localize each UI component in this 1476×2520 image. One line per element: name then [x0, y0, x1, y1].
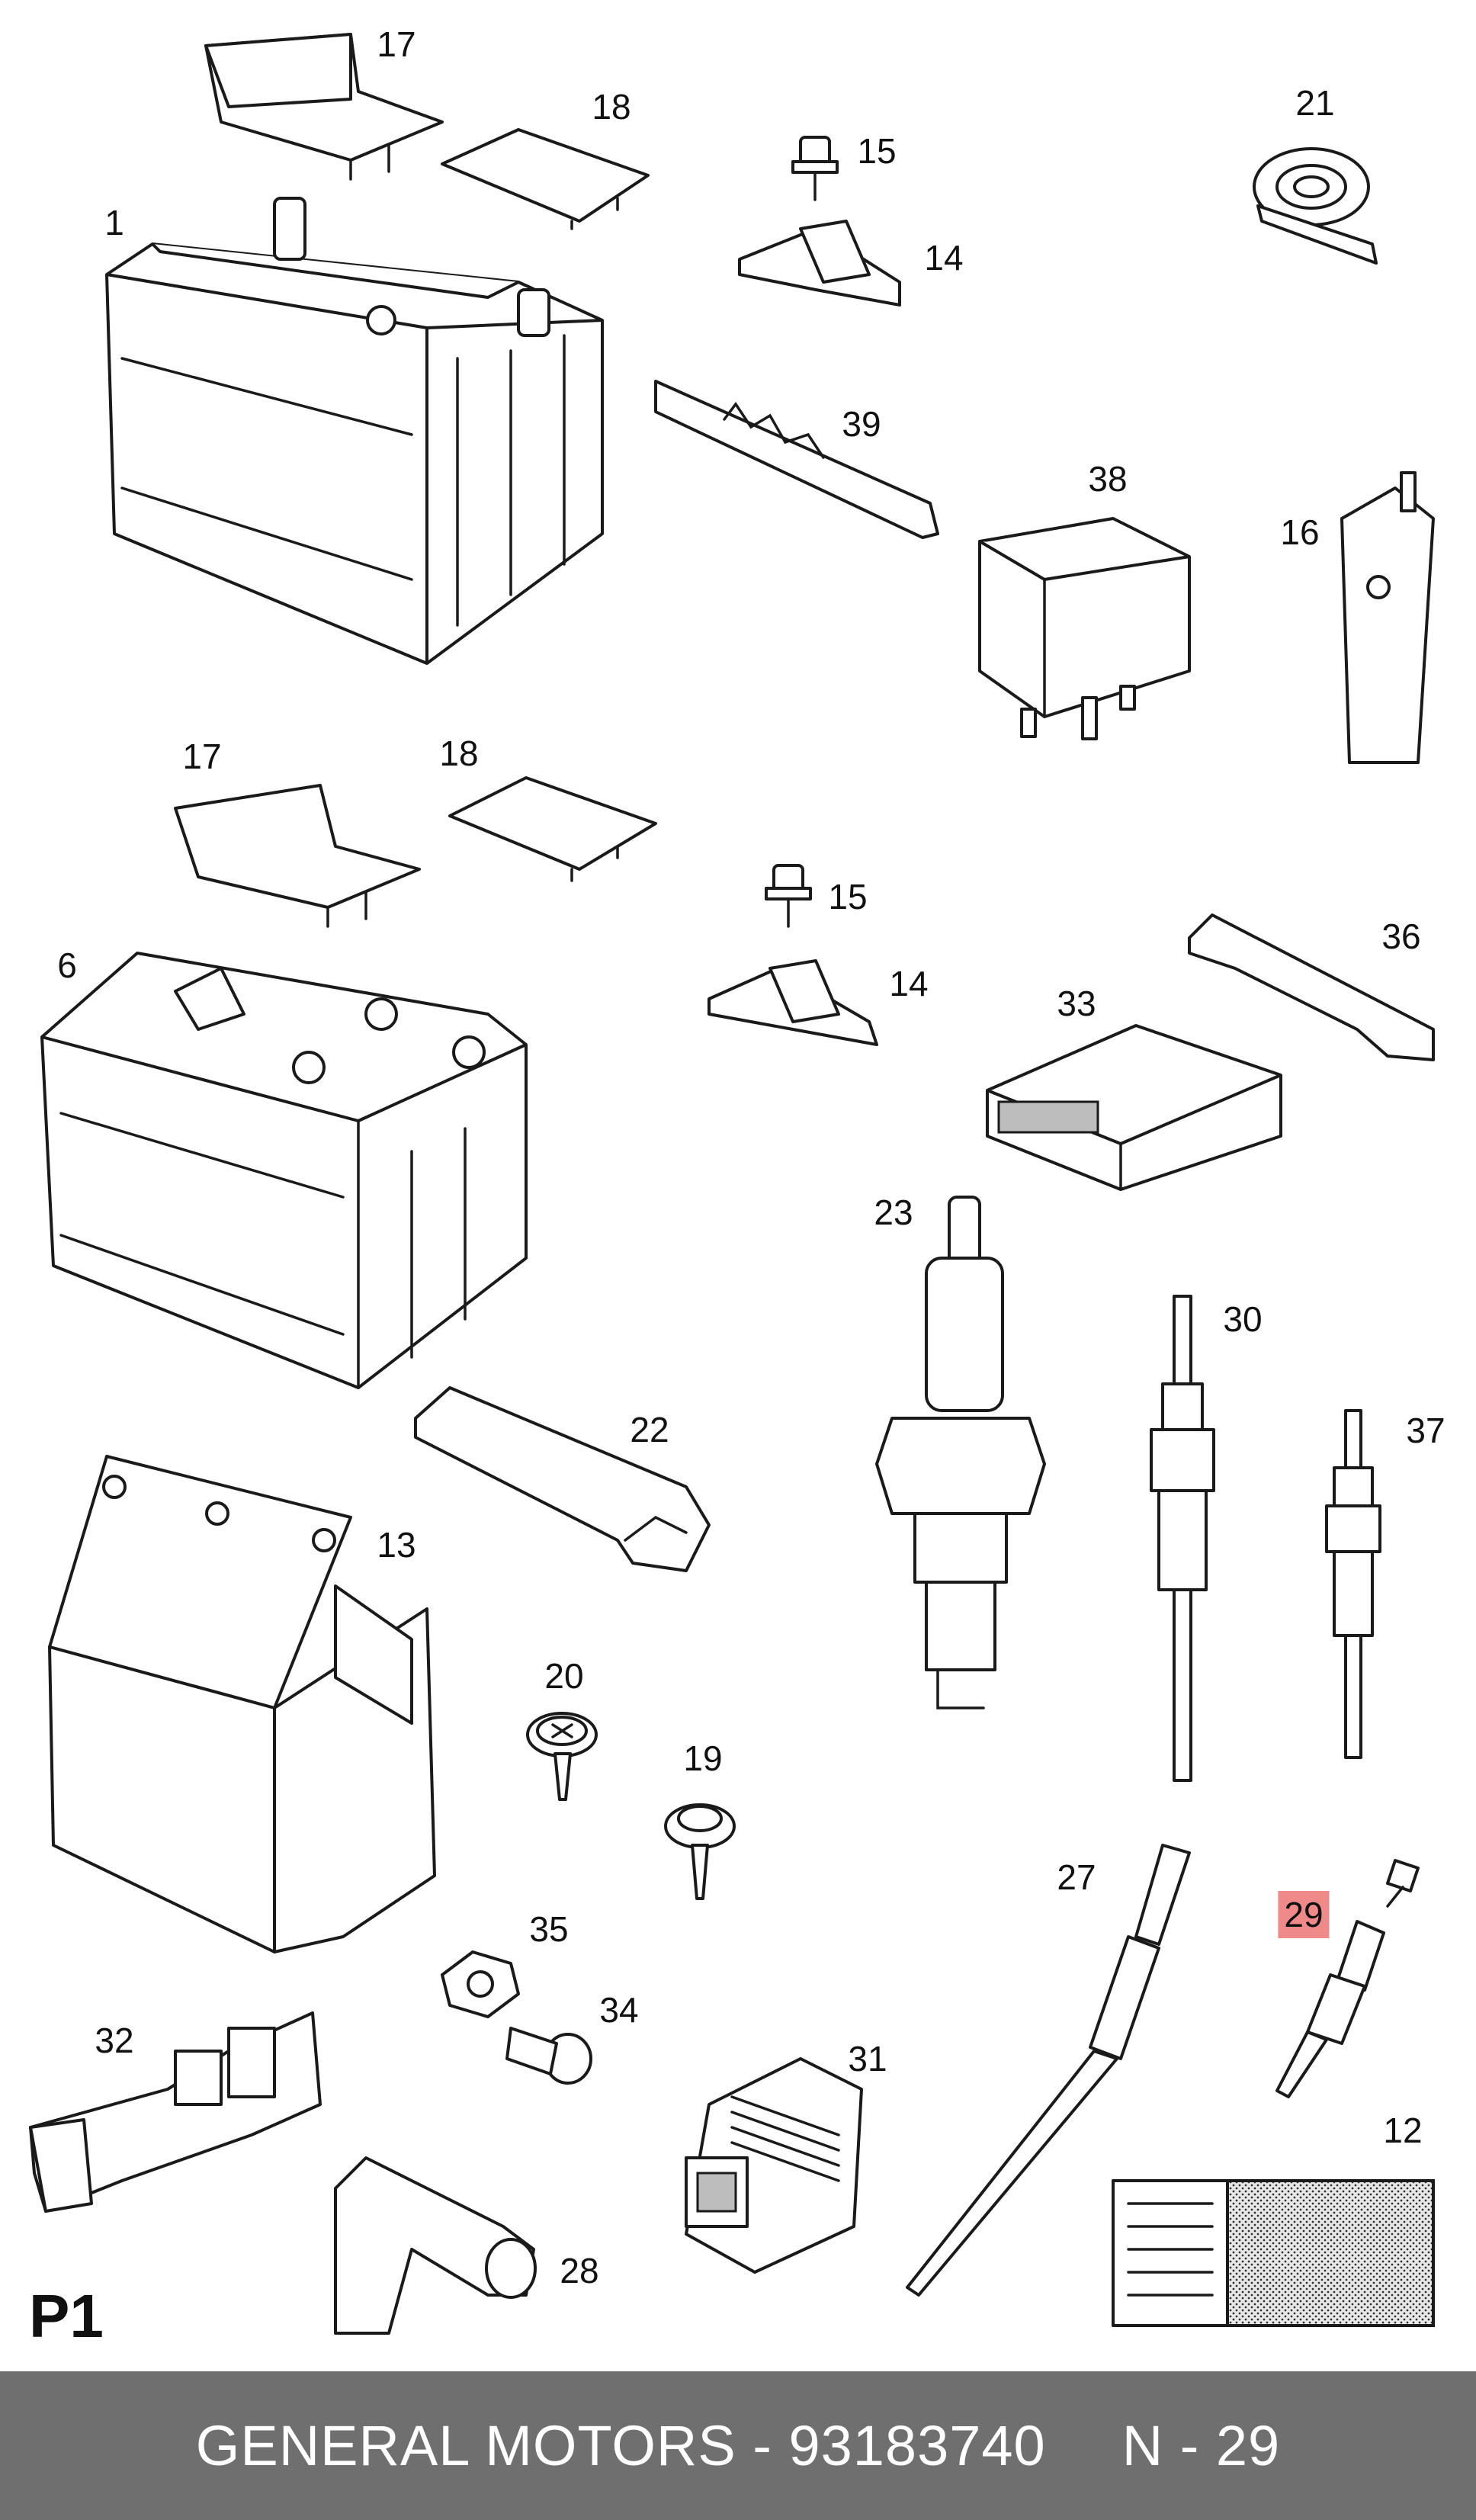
callout-29-highlighted[interactable]: 29	[1278, 1891, 1330, 1938]
footer-bar: GENERAL MOTORS - 93183740 N - 29	[0, 2371, 1476, 2520]
part-31-module	[685, 2057, 863, 2274]
callout-23[interactable]: 23	[874, 1193, 913, 1232]
part-17-bracket-top	[204, 33, 444, 181]
part-28-boot	[334, 2156, 537, 2335]
callout-30[interactable]: 30	[1223, 1299, 1263, 1339]
part-38-relay	[978, 517, 1191, 740]
callout-34[interactable]: 34	[599, 1990, 639, 2030]
part-37-glow-plug	[1325, 1409, 1381, 1759]
callout-18[interactable]: 18	[439, 734, 479, 773]
callout-22[interactable]: 22	[630, 1410, 669, 1449]
callout-32[interactable]: 32	[95, 2021, 134, 2060]
callout-14[interactable]: 14	[924, 238, 964, 278]
part-32-holder	[29, 2011, 322, 2213]
callout-12[interactable]: 12	[1383, 2111, 1423, 2150]
part-number-text: GENERAL MOTORS - 93183740	[195, 2414, 1046, 2477]
callout-21[interactable]: 21	[1295, 83, 1335, 123]
part-34-bolt	[505, 2027, 592, 2085]
callout-18[interactable]: 18	[592, 87, 631, 127]
callout-39[interactable]: 39	[842, 404, 881, 444]
callout-1[interactable]: 1	[104, 203, 124, 242]
part-18-plate-lower	[448, 776, 657, 882]
callout-16[interactable]: 16	[1280, 512, 1320, 552]
part-19-screw	[664, 1803, 736, 1900]
part-29-glow-plug	[1275, 1859, 1420, 2098]
part-14-clip-lower	[708, 959, 878, 1046]
callout-37[interactable]: 37	[1406, 1411, 1446, 1450]
callout-15[interactable]: 15	[857, 131, 897, 171]
callout-17[interactable]: 17	[377, 24, 416, 64]
callout-6[interactable]: 6	[57, 945, 77, 985]
callout-19[interactable]: 19	[683, 1738, 723, 1778]
callout-36[interactable]: 36	[1381, 917, 1421, 956]
part-30-glow-plug	[1150, 1295, 1215, 1782]
callout-13[interactable]: 13	[377, 1525, 416, 1565]
part-6-battery	[40, 952, 528, 1389]
part-20-screw	[526, 1712, 598, 1801]
callout-31[interactable]: 31	[848, 2039, 887, 2079]
callout-28[interactable]: 28	[560, 2251, 599, 2290]
callout-17[interactable]: 17	[182, 737, 222, 776]
callout-14[interactable]: 14	[889, 964, 929, 1003]
callout-15[interactable]: 15	[828, 877, 868, 917]
part-16-connector	[1340, 471, 1435, 764]
callout-20[interactable]: 20	[544, 1656, 584, 1696]
part-15-bolt-top	[791, 136, 839, 201]
part-35-nut	[441, 1950, 520, 2018]
part-15-bolt-lower	[765, 864, 812, 928]
callout-33[interactable]: 33	[1057, 984, 1096, 1023]
part-14-clip-top	[738, 220, 901, 307]
part-22-cable-clip	[414, 1386, 711, 1572]
part-23-spark-plug	[875, 1196, 1046, 1709]
callout-27[interactable]: 27	[1057, 1857, 1096, 1897]
part-13-battery-cover	[48, 1455, 436, 1953]
part-27-glow-plug	[906, 1844, 1191, 2297]
page-reference: P1	[29, 2282, 104, 2350]
part-17-bracket-lower	[174, 784, 421, 928]
callout-35[interactable]: 35	[529, 1909, 569, 1949]
part-36-fuse-strip	[1188, 913, 1435, 1061]
parts-drawing	[29, 33, 1435, 2335]
parts-diagram: 17 18 15 21 1 14 39 38 16 17 18 15 6 36 …	[29, 24, 1446, 2350]
part-12-label	[1112, 2179, 1435, 2327]
part-18-plate-top	[441, 128, 650, 230]
part-39-strip	[654, 380, 939, 539]
callout-38[interactable]: 38	[1088, 459, 1128, 499]
part-33-control-unit	[986, 1024, 1282, 1191]
part-1-battery	[105, 197, 604, 665]
callout-reference-text: N - 29	[1121, 2414, 1281, 2477]
part-21-tape-roll	[1253, 147, 1378, 265]
